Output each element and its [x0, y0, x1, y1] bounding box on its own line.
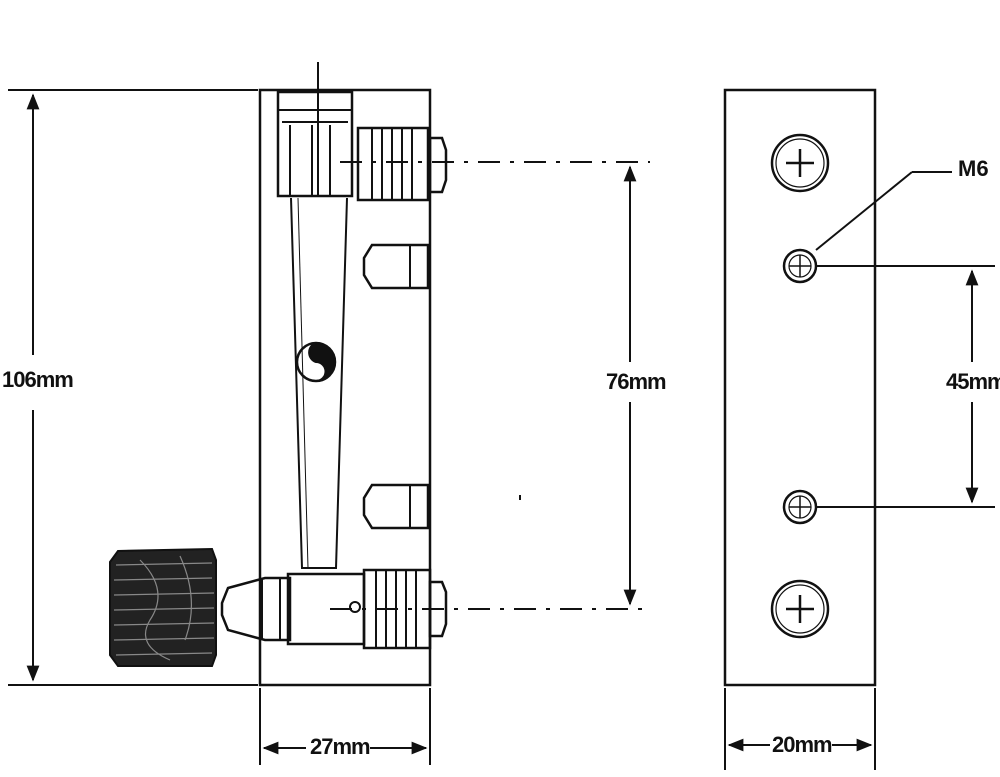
- measuring-tube: [290, 197, 348, 569]
- flowmeter-body: [258, 88, 432, 687]
- screw-hole-upper: [770, 133, 830, 193]
- m6-hole-upper: [782, 248, 818, 284]
- float-ball: [295, 341, 337, 383]
- plate-dimensions: [724, 171, 995, 770]
- m6-hole-lower: [782, 489, 818, 525]
- front-dimensions: [8, 89, 637, 765]
- plate-width-label: 20mm: [772, 732, 833, 757]
- top-outlet-port: [356, 126, 448, 202]
- front-view: [109, 62, 650, 687]
- top-fitting: [276, 90, 354, 198]
- mount-hole-spacing-label: 45mm: [946, 370, 1000, 394]
- body-width-label: 27mm: [310, 734, 371, 759]
- overall-height-label: 106mm: [2, 367, 74, 392]
- adjustment-knob: [109, 547, 217, 667]
- bottom-fitting: [220, 572, 366, 646]
- mount-stud-lower: [362, 483, 430, 530]
- mount-stud-upper: [362, 243, 430, 290]
- m6-thread-label: M6: [958, 156, 989, 181]
- port-spacing-label: 76mm: [606, 369, 667, 394]
- back-plate: [723, 88, 877, 687]
- screw-hole-lower: [770, 579, 830, 639]
